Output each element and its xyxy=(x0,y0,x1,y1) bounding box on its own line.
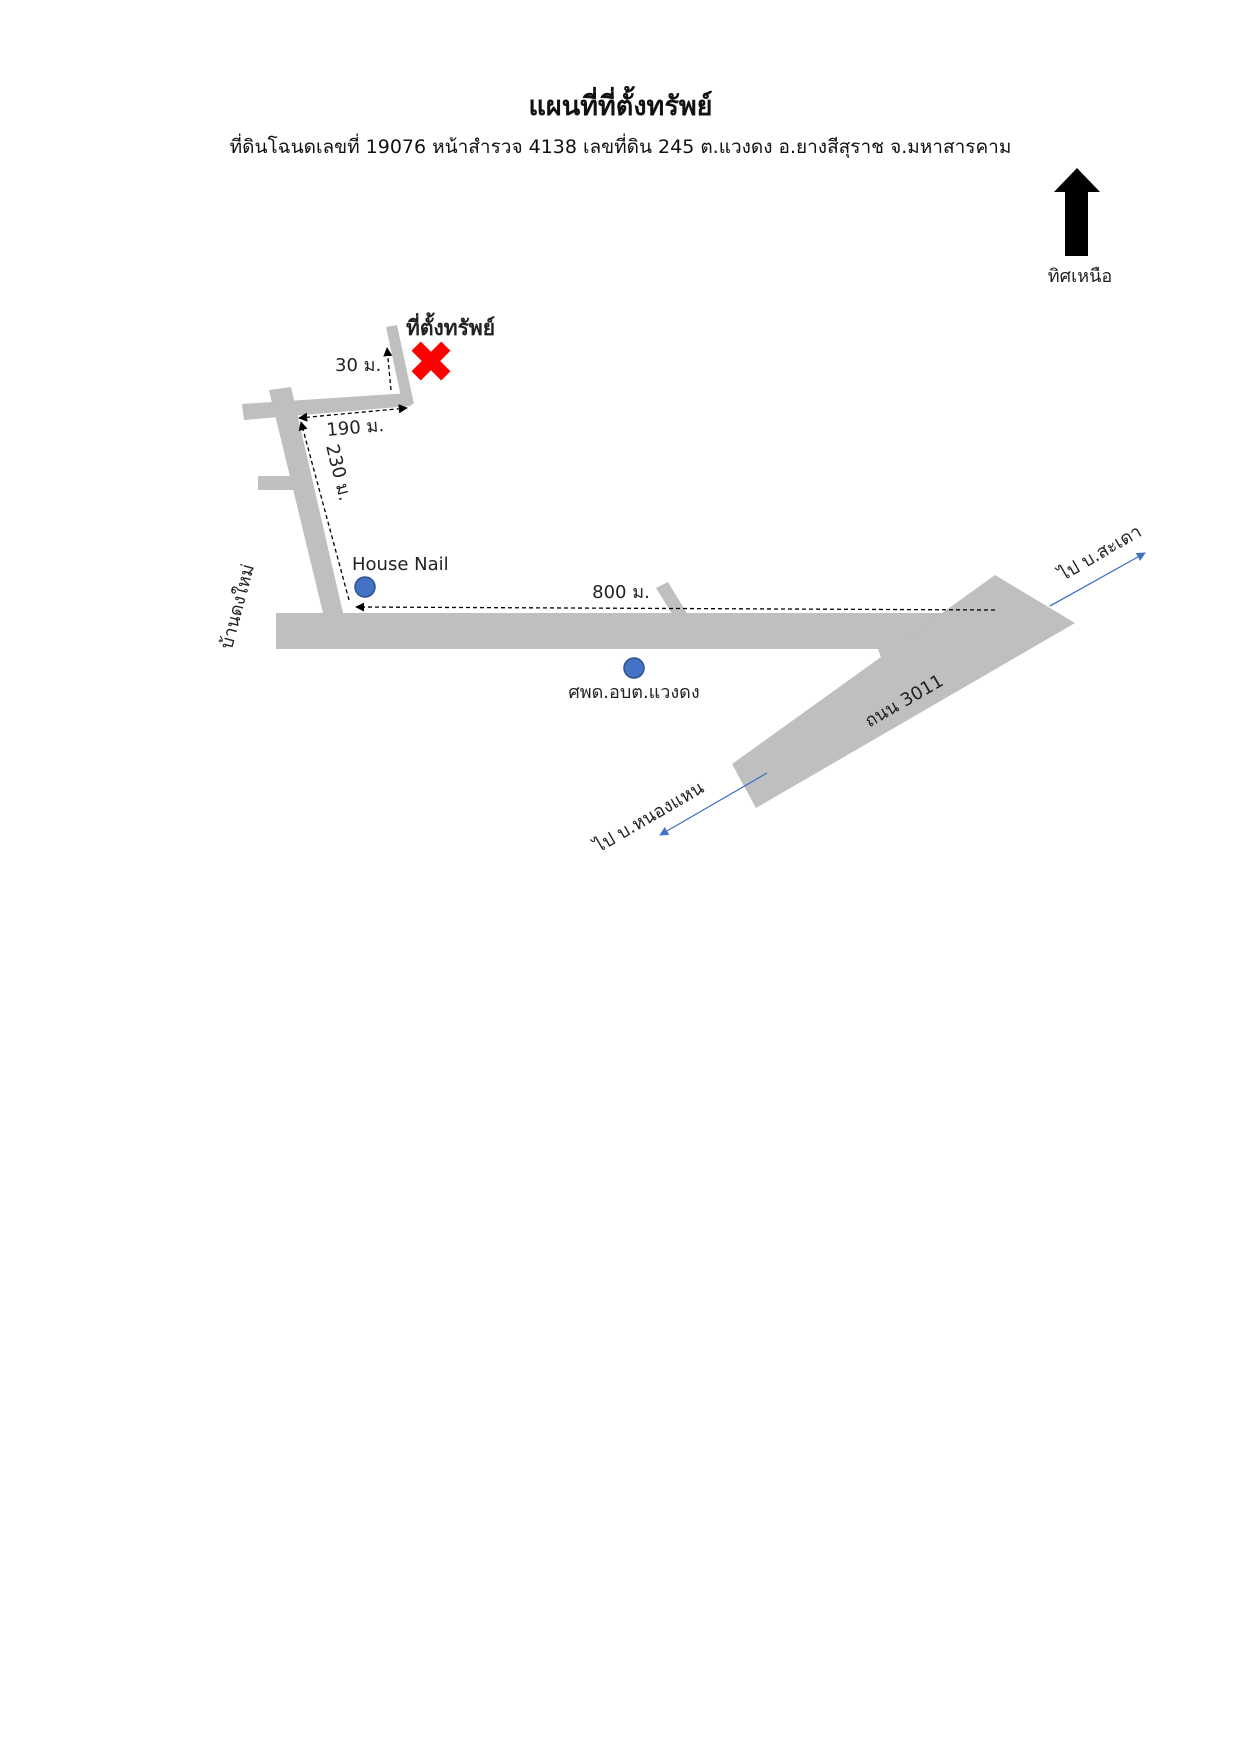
distance-190-label: 190 ม. xyxy=(326,415,385,441)
compass-label: ทิศเหนือ xyxy=(1048,266,1112,287)
red-x-marker-icon xyxy=(411,341,451,381)
lane-to-property xyxy=(386,325,414,406)
dim-230 xyxy=(298,421,350,601)
north-arrow-icon xyxy=(1054,168,1100,256)
distance-30-label: 30 ม. xyxy=(335,355,381,376)
arrow-to-sadao xyxy=(1049,552,1146,607)
highway-connector xyxy=(878,649,912,684)
distance-guides xyxy=(298,347,996,612)
page-title: แผนที่ที่ตั้งทรัพย์ xyxy=(528,91,713,122)
page-subtitle: ที่ดินโฉนดเลขที่ 19076 หน้าสำรวจ 4138 เล… xyxy=(229,136,1012,158)
village-label: บ้านดงใหม่ xyxy=(215,562,259,652)
distance-800-label: 800 ม. xyxy=(592,582,650,603)
lane-east xyxy=(242,393,411,420)
center-marker xyxy=(623,657,645,679)
distance-230-label: 230 ม. xyxy=(321,442,355,503)
arrow-to-nongwaen xyxy=(659,772,768,836)
house-nail-marker xyxy=(354,576,376,598)
property-label: ที่ตั้งทรัพย์ xyxy=(406,312,495,340)
lane-north xyxy=(269,387,343,613)
center-label: ศพด.อบต.แวงดง xyxy=(568,682,699,703)
dim-30 xyxy=(383,347,393,391)
highway-3011 xyxy=(732,575,1075,808)
main-road xyxy=(276,613,976,649)
road-network xyxy=(242,325,1075,808)
house-nail-label: House Nail xyxy=(352,554,449,575)
road-spur xyxy=(656,582,688,617)
west-stub xyxy=(258,476,294,490)
to-sadao-label: ไป บ.สะเดา xyxy=(1053,520,1145,586)
direction-arrows xyxy=(659,552,1146,836)
dim-800 xyxy=(355,602,996,612)
